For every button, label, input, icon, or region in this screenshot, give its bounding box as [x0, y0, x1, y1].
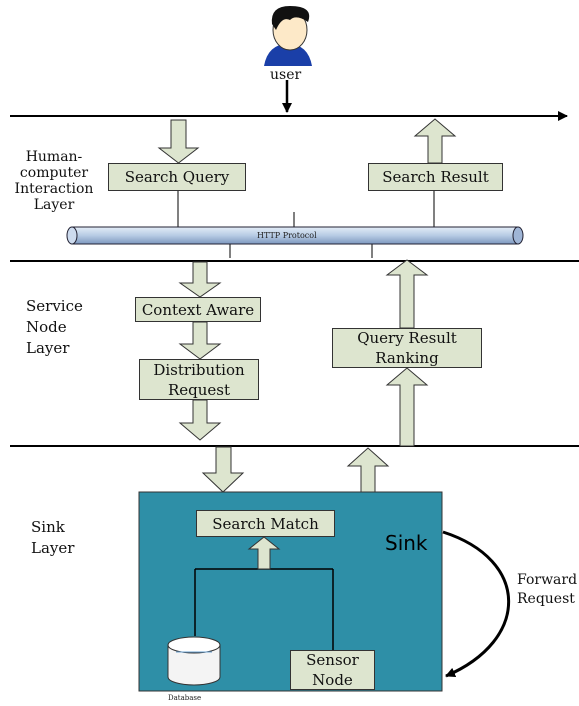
block-arrow-up	[385, 259, 429, 329]
hci-layer-label: Human- computer Interaction Layer	[4, 149, 104, 213]
hci-layer-label-line: Layer	[33, 197, 75, 213]
service-layer-label: Service Node Layer	[26, 296, 83, 359]
sensor-node-label: Node	[312, 671, 353, 689]
block-arrow-up	[413, 118, 457, 164]
distribution-request-box: Distribution Request	[139, 359, 259, 400]
block-arrow-down	[201, 446, 245, 493]
search-match-label: Search Match	[212, 514, 319, 533]
query-result-ranking-box: Query Result Ranking	[332, 328, 482, 368]
sensor-node-box: Sensor Node	[290, 650, 375, 690]
forward-request-label-line: Request	[517, 591, 575, 607]
block-arrow-down	[178, 321, 222, 360]
query-result-ranking-label: Ranking	[375, 349, 439, 367]
search-result-label: Search Result	[382, 168, 489, 186]
search-match-box: Search Match	[196, 510, 335, 537]
http-protocol-label: HTTP Protocol	[257, 231, 317, 240]
hci-layer-label-line: Human-	[25, 149, 83, 165]
sink-layer-label-line: Layer	[31, 539, 75, 557]
distribution-request-label: Request	[167, 380, 231, 399]
sensor-node-label: Sensor	[306, 651, 359, 669]
service-layer-label-line: Node	[26, 318, 67, 336]
forward-request-label-line: Forward	[517, 572, 578, 588]
http-protocol-pipe	[66, 226, 524, 245]
forward-request-arrow	[442, 530, 510, 678]
context-aware-box: Context Aware	[135, 297, 261, 322]
database-label: Database	[168, 694, 202, 702]
hci-layer-label-line: Interaction	[14, 181, 94, 197]
context-aware-label: Context Aware	[141, 300, 255, 319]
database-icon	[167, 636, 221, 686]
block-arrow-up	[247, 536, 281, 570]
user-icon	[264, 6, 312, 66]
sink-layer-label-line: Sink	[31, 518, 65, 536]
sink-layer-label: Sink Layer	[31, 517, 74, 559]
block-arrow-up	[385, 367, 429, 447]
block-arrow-down	[178, 399, 222, 441]
search-query-label: Search Query	[124, 168, 230, 186]
sink-label: Sink	[385, 531, 428, 555]
block-arrow-down	[178, 261, 222, 298]
block-arrow-down	[157, 119, 200, 164]
distribution-request-label: Distribution	[153, 360, 245, 379]
hci-layer-label-line: computer	[19, 165, 89, 181]
block-arrow-up	[346, 447, 390, 493]
search-result-box: Search Result	[368, 163, 503, 191]
search-query-box: Search Query	[108, 163, 246, 191]
forward-request-label: Forward Request	[517, 571, 577, 609]
service-layer-label-line: Layer	[26, 339, 70, 357]
query-result-ranking-label: Query Result	[357, 329, 457, 347]
service-layer-label-line: Service	[26, 297, 83, 315]
user-label: user	[270, 67, 302, 83]
